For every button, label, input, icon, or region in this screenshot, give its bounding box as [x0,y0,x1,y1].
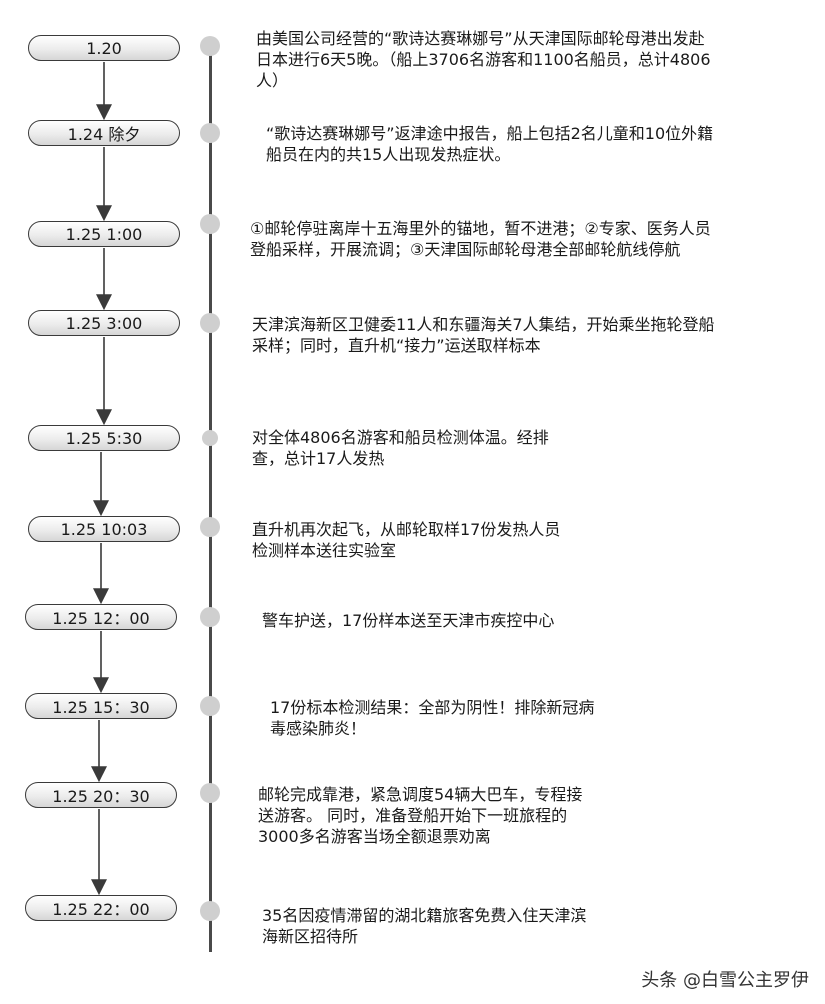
event-description: ①邮轮停驻离岸十五海里外的锚地，暂不进港；②专家、医务人员 登船采样，开展流调；… [250,219,711,259]
event-description: 直升机再次起飞，从邮轮取样17份发热人员 检测样本送往实验室 [252,520,561,560]
time-label: 1.25 1:00 [28,221,180,247]
timeline-node [202,430,218,446]
event-description: 对全体4806名游客和船员检测体温。经排 查，总计17人发热 [252,428,549,468]
timeline-node [200,783,220,803]
watermark: 头条 @白雪公主罗伊 [641,970,809,991]
time-label: 1.25 12：00 [25,604,177,630]
timeline-node [200,607,220,627]
timeline-node [200,214,220,234]
event-description: 17份标本检测结果：全部为阴性！排除新冠病 毒感染肺炎！ [270,698,595,738]
time-label: 1.20 [28,35,180,61]
event-description: “歌诗达赛琳娜号”返津途中报告，船上包括2名儿童和10位外籍 船员在内的共15人… [266,124,714,164]
event-description: 由美国公司经营的“歌诗达赛琳娜号”从天津国际邮轮母港出发赴 日本进行6天5晚。（… [256,29,711,90]
timeline-node [200,901,220,921]
event-description: 警车护送，17份样本送至天津市疾控中心 [262,611,555,630]
timeline-node [200,313,220,333]
timeline-axis [209,40,212,952]
time-label: 1.25 10:03 [28,516,180,542]
event-description: 35名因疫情滞留的湖北籍旅客免费入住天津滨 海新区招待所 [262,906,587,946]
time-label: 1.25 3:00 [28,310,180,336]
timeline-node [200,696,220,716]
timeline-node [200,123,220,143]
time-label: 1.25 5:30 [28,425,180,451]
event-description: 邮轮完成靠港，紧急调度54辆大巴车，专程接 送游客。 同时，准备登船开始下一班旅… [258,785,583,846]
event-description: 天津滨海新区卫健委11人和东疆海关7人集结，开始乘坐拖轮登船 采样；同时，直升机… [252,315,715,355]
time-label: 1.25 20：30 [25,782,177,808]
time-label: 1.25 22：00 [25,895,177,921]
timeline-node [200,517,220,537]
time-label: 1.24 除夕 [28,120,180,146]
time-label: 1.25 15：30 [25,693,177,719]
timeline-node [200,36,220,56]
